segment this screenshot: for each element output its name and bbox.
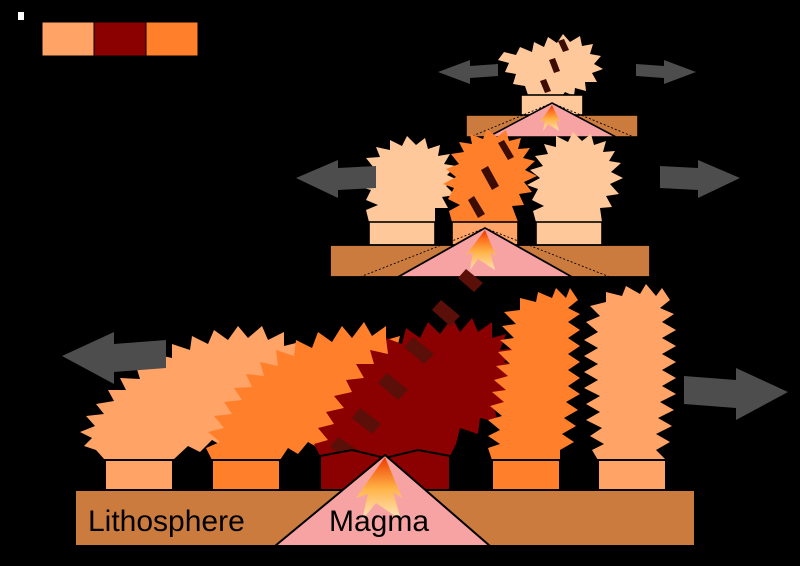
crust-block — [491, 459, 561, 493]
lithosphere-guide-lines — [469, 102, 635, 138]
spreading-arrow-left — [62, 332, 166, 384]
spreading-arrow-left — [438, 60, 498, 84]
legend-swatch-1[interactable] — [93, 21, 147, 57]
spreading-arrow-left — [296, 160, 376, 198]
crust-block — [535, 221, 603, 249]
legend-swatch-0[interactable] — [41, 21, 95, 57]
legend-swatch-2[interactable] — [145, 21, 199, 57]
magnetic-stripe — [527, 132, 623, 222]
magnetic-stripe — [360, 136, 458, 222]
magnetic-stripe-group-2c — [527, 132, 623, 222]
magnetic-stripe-group-1 — [498, 34, 603, 99]
stripe-streak — [330, 269, 483, 462]
magnetic-stripe — [584, 284, 676, 460]
magnetic-stripe-group-2a — [360, 136, 458, 222]
magnetic-stripe-group-2b — [443, 129, 537, 222]
crust-block — [368, 221, 436, 249]
magma-plume — [466, 230, 496, 270]
magma-plume — [356, 457, 402, 520]
magnetic-stripe — [498, 34, 603, 99]
magnetic-stripe — [488, 288, 580, 460]
lithosphere-label: Lithosphere — [88, 505, 245, 538]
crust-block — [211, 459, 281, 493]
stage-3-present: Lithosphere Magma — [62, 269, 788, 547]
spreading-arrow-right — [660, 160, 740, 198]
spreading-arrow-right — [684, 368, 788, 420]
corner-dot — [18, 12, 24, 20]
magma-plume — [540, 105, 560, 131]
stage-2-middle — [296, 129, 740, 278]
stage-1-earliest — [438, 34, 696, 138]
crust-block — [104, 459, 174, 493]
stripe-streak — [540, 39, 569, 93]
stripe-streak — [468, 140, 514, 218]
spreading-arrow-right — [636, 60, 696, 84]
magma-label: Magma — [329, 505, 429, 538]
polarity-legend — [18, 12, 199, 57]
crust-block — [597, 459, 667, 493]
